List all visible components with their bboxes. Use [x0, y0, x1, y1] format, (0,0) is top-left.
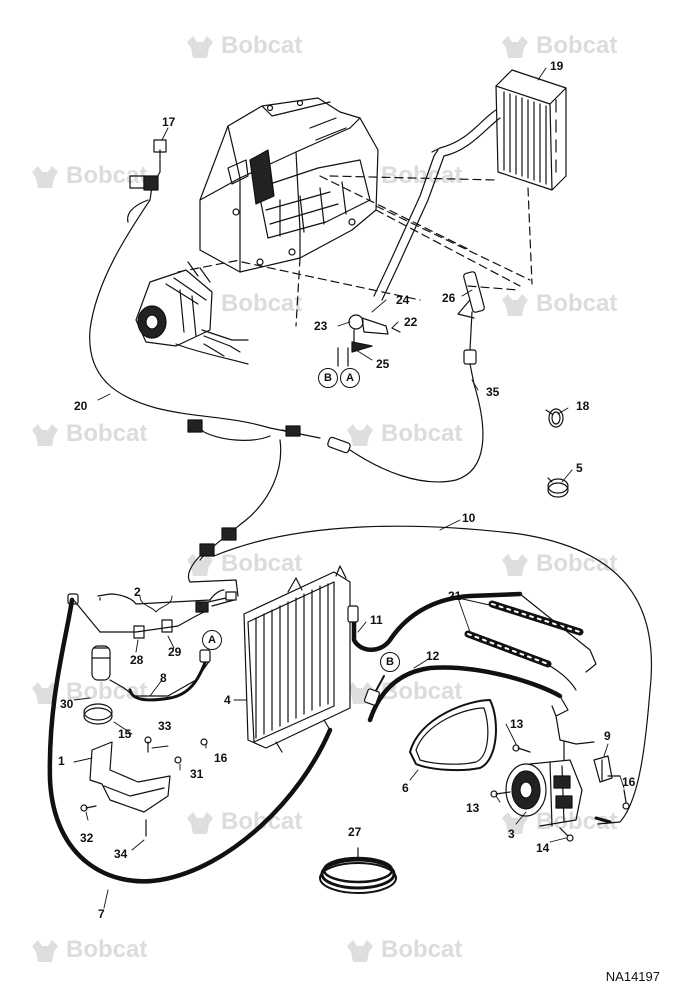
callout-label: 11 [370, 613, 383, 627]
callout-label: 33 [158, 719, 172, 733]
watermark: Bobcat [30, 678, 147, 706]
leader-lines [73, 67, 625, 909]
evaporator-housing [199, 97, 379, 273]
callout-label: 21 [448, 589, 462, 603]
callout-label: 16 [214, 751, 228, 765]
callout-label: 17 [162, 115, 176, 129]
bobcat-logo-icon [502, 35, 528, 58]
bobcat-logo-icon [32, 423, 58, 446]
bobcat-logo-icon [187, 35, 213, 58]
callout-label: 7 [98, 907, 105, 921]
connector-b: B [318, 368, 338, 388]
callout-label: 25 [376, 357, 390, 371]
callout-label: 28 [130, 653, 144, 667]
hose-fitting [67, 593, 79, 605]
callout-label: 20 [74, 399, 88, 413]
watermark: Bobcat [500, 32, 617, 60]
callout-label: 5 [576, 461, 583, 475]
callout-label: 34 [114, 847, 128, 861]
watermark: Bobcat [30, 420, 147, 448]
hose-clamp [547, 477, 569, 498]
callout-label: 24 [396, 293, 410, 307]
bobcat-logo-icon [347, 939, 373, 962]
bobcat-logo-icon [32, 939, 58, 962]
callout-label: 27 [348, 825, 362, 839]
callout-label: 18 [576, 399, 590, 413]
bobcat-logo-icon [502, 293, 528, 316]
callout-label: 35 [486, 385, 500, 399]
hose-clamp [545, 408, 564, 428]
callout-label: 19 [550, 59, 564, 73]
blower-motor [135, 261, 249, 357]
wiring-harness [89, 139, 321, 607]
watermark: Bobcat [500, 290, 617, 318]
callout-label: 12 [426, 649, 440, 663]
valve-line [327, 149, 485, 483]
callout-label: 2 [134, 585, 141, 599]
hose [128, 649, 211, 702]
watermark: Bobcat [345, 420, 462, 448]
bobcat-logo-icon [32, 165, 58, 188]
wire [213, 525, 652, 825]
callout-label: 26 [442, 291, 456, 305]
callout-label: 30 [60, 697, 74, 711]
valve-bracket [337, 314, 401, 367]
heater-core [431, 69, 567, 191]
callout-label: 9 [604, 729, 611, 743]
callout-label: 6 [402, 781, 409, 795]
callout-label: 15 [118, 727, 132, 741]
callout-label: 8 [160, 671, 167, 685]
drawing-number: NA14197 [605, 969, 660, 984]
callout-label: 14 [536, 841, 550, 855]
callout-label: 32 [80, 831, 94, 845]
compressor [490, 715, 595, 842]
assembly-lines [177, 175, 533, 327]
watermark: Bobcat [345, 936, 462, 964]
callout-label: 16 [622, 775, 636, 789]
insulation-sleeves [464, 593, 597, 691]
bobcat-logo-icon [187, 811, 213, 834]
bobcat-logo-icon [32, 681, 58, 704]
callout-label: 13 [510, 717, 524, 731]
hose [47, 597, 333, 884]
connector-a: A [202, 630, 222, 650]
callout-label: 31 [190, 767, 204, 781]
connector-a: A [340, 368, 360, 388]
watermark: Bobcat [185, 550, 302, 578]
drive-belt [409, 699, 497, 772]
condenser [243, 565, 357, 753]
watermark: Bobcat [30, 936, 147, 964]
hose-coil [319, 847, 397, 894]
hose [347, 591, 523, 652]
bobcat-logo-icon [502, 553, 528, 576]
watermark: Bobcat [185, 808, 302, 836]
callout-label: 29 [168, 645, 182, 659]
hose [363, 665, 569, 723]
callout-label: 13 [466, 801, 480, 815]
sensor-bracket [593, 755, 630, 824]
watermark: Bobcat [185, 32, 302, 60]
callout-label: 3 [508, 827, 515, 841]
callout-label: 4 [224, 693, 231, 707]
mounting-bracket [80, 736, 208, 837]
callout-label: 22 [404, 315, 418, 329]
callout-label: 1 [58, 754, 65, 768]
callout-label: 10 [462, 511, 476, 525]
bobcat-logo-icon [187, 553, 213, 576]
bobcat-logo-icon [347, 423, 373, 446]
receiver-drier-hose [71, 589, 227, 639]
receiver-drier [83, 645, 211, 725]
connector-b: B [380, 652, 400, 672]
callout-label: 23 [314, 319, 328, 333]
